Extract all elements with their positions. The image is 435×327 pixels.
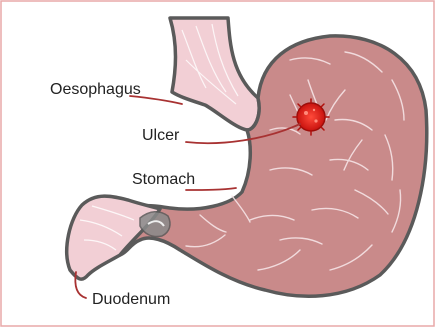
stomach-leader [186, 188, 236, 190]
stomach-label: Stomach [132, 172, 195, 188]
ulcer-mark [293, 99, 329, 135]
duodenum-label: Duodenum [92, 292, 170, 308]
stomach-shape [111, 36, 426, 296]
pyloric-sphincter [140, 212, 170, 237]
ulcer-label: Ulcer [142, 128, 179, 144]
oesophagus-label: Oesophagus [50, 82, 141, 98]
